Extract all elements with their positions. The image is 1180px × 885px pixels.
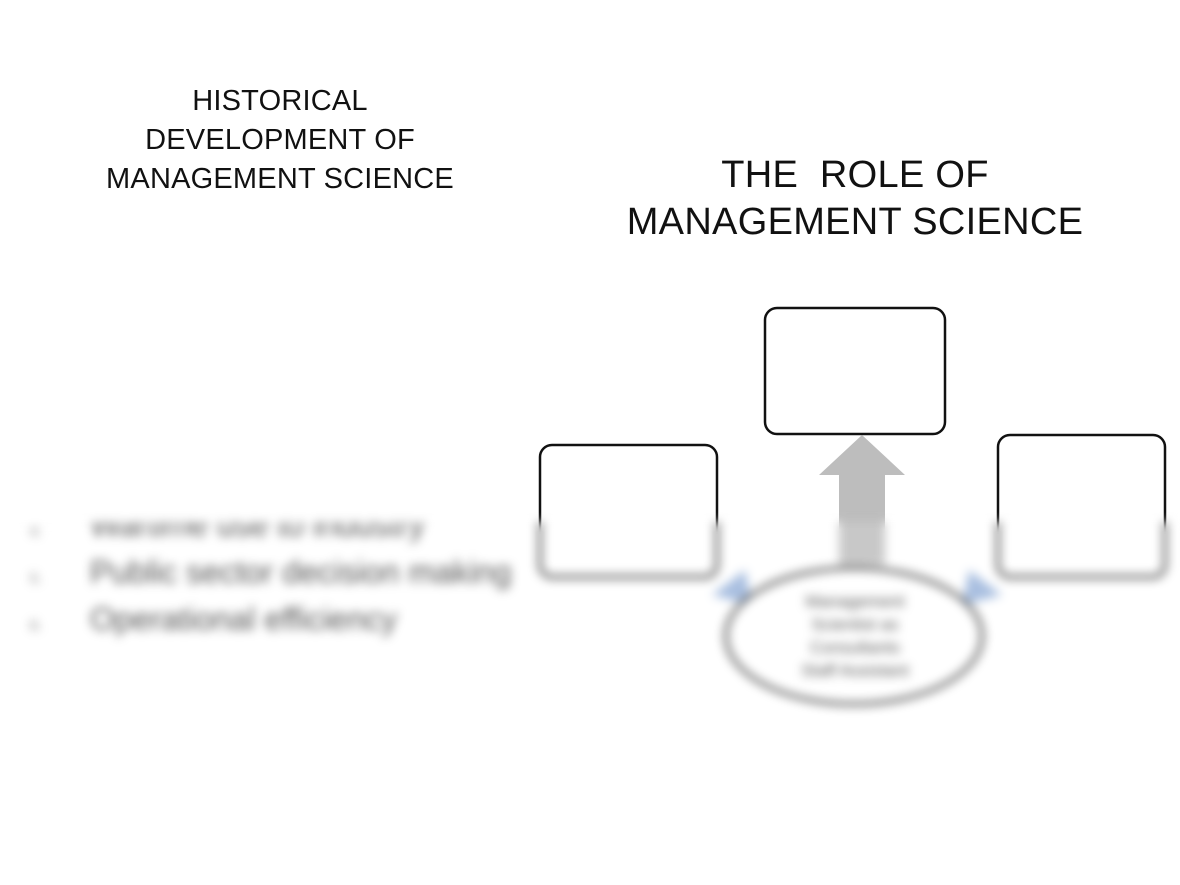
right-title-line-1: THE ROLE OF (721, 154, 989, 196)
right-title-line-2: MANAGEMENT SCIENCE (626, 201, 1084, 243)
list-item-text: Public sector decision making (90, 554, 512, 590)
list-item-number: 5. (30, 570, 42, 586)
left-title-line-3: MANAGEMENT SCIENCE (106, 163, 454, 195)
up-arrow-shaft-lower (839, 522, 885, 565)
list-item: 5. Public sector decision making (30, 549, 512, 596)
blurred-region: 4. Wartime use to industry 5. Public secto… (0, 522, 1180, 885)
center-ellipse-label: Management Scientist as Consultants Staf… (760, 590, 950, 682)
left-title: HISTORICAL DEVELOPMENT OF MANAGEMENT SCI… (60, 82, 500, 199)
list-item-number: 6. (30, 617, 42, 633)
right-title: THE ROLE OF MANAGEMENT SCIENCE (590, 152, 1120, 246)
center-label-line-2: Scientist as (811, 615, 899, 634)
left-title-line-1: HISTORICAL (192, 85, 368, 117)
center-ellipse (724, 566, 984, 706)
top-box (763, 306, 947, 436)
center-label-line-3: Consultants (810, 638, 900, 657)
list-item: 6. Operational efficiency (30, 596, 512, 643)
center-label-line-1: Management (805, 592, 905, 611)
center-label-line-4: Staff Assistant (801, 661, 909, 680)
list-item: 4. Wartime use to industry (30, 522, 512, 549)
history-list: 4. Wartime use to industry 5. Public secto… (30, 522, 512, 643)
right-arrow (962, 570, 1002, 605)
list-item-text: Wartime use to industry (90, 522, 425, 543)
up-arrow (819, 435, 905, 540)
left-title-line-2: DEVELOPMENT OF (145, 124, 415, 156)
blurred-diagram (538, 522, 1167, 706)
list-item-number: 4. (30, 523, 42, 539)
left-box-lower (538, 522, 719, 579)
right-box-lower (996, 522, 1167, 579)
left-arrow (712, 570, 752, 605)
list-item-text: Operational efficiency (90, 601, 398, 637)
